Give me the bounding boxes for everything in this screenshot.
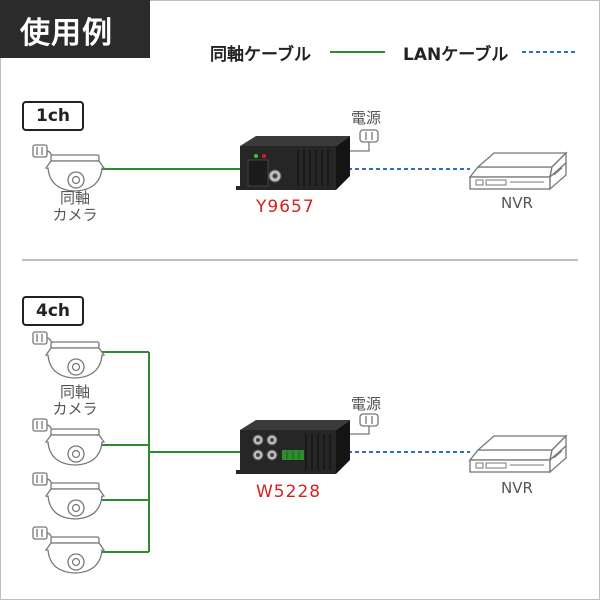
dome-camera-icon xyxy=(32,331,105,379)
dome-camera-icon xyxy=(32,472,105,520)
camera-label-4ch: 同軸 カメラ xyxy=(52,384,98,418)
dome-camera-icon xyxy=(32,526,105,574)
camera-label-line2: カメラ xyxy=(52,206,98,224)
power-label-4ch: 電源 xyxy=(351,395,382,413)
power-plug-icon xyxy=(359,413,379,427)
camera-label-line1: 同軸 xyxy=(59,189,90,207)
model-label-4ch: W5228 xyxy=(256,482,322,502)
model-label-1ch: Y9657 xyxy=(256,197,315,217)
encoder-box-icon xyxy=(236,136,350,190)
nvr-recorder-icon xyxy=(469,435,567,473)
nvr-label-4ch: NVR xyxy=(501,479,533,497)
encoder-box-icon xyxy=(236,420,350,474)
coax-cable-4ch xyxy=(100,351,244,553)
power-label-1ch: 電源 xyxy=(351,109,382,127)
title-box: 使用例 xyxy=(0,0,150,58)
camera-label-line1: 同軸 xyxy=(59,383,90,401)
power-plug-icon xyxy=(359,129,379,143)
nvr-recorder-icon xyxy=(469,152,567,190)
dome-camera-icon xyxy=(32,144,105,192)
camera-label-1ch: 同軸 カメラ xyxy=(52,190,98,224)
channel-label-1ch: 1ch xyxy=(22,101,84,131)
camera-label-line2: カメラ xyxy=(52,400,98,418)
legend-coax-label: 同軸ケーブル xyxy=(210,45,311,65)
channel-label-4ch: 4ch xyxy=(22,296,84,326)
section-divider xyxy=(22,259,578,261)
legend-lan-label: LANケーブル xyxy=(403,45,509,65)
nvr-label-1ch: NVR xyxy=(501,194,533,212)
dome-camera-icon xyxy=(32,418,105,466)
page-title: 使用例 xyxy=(20,16,113,51)
